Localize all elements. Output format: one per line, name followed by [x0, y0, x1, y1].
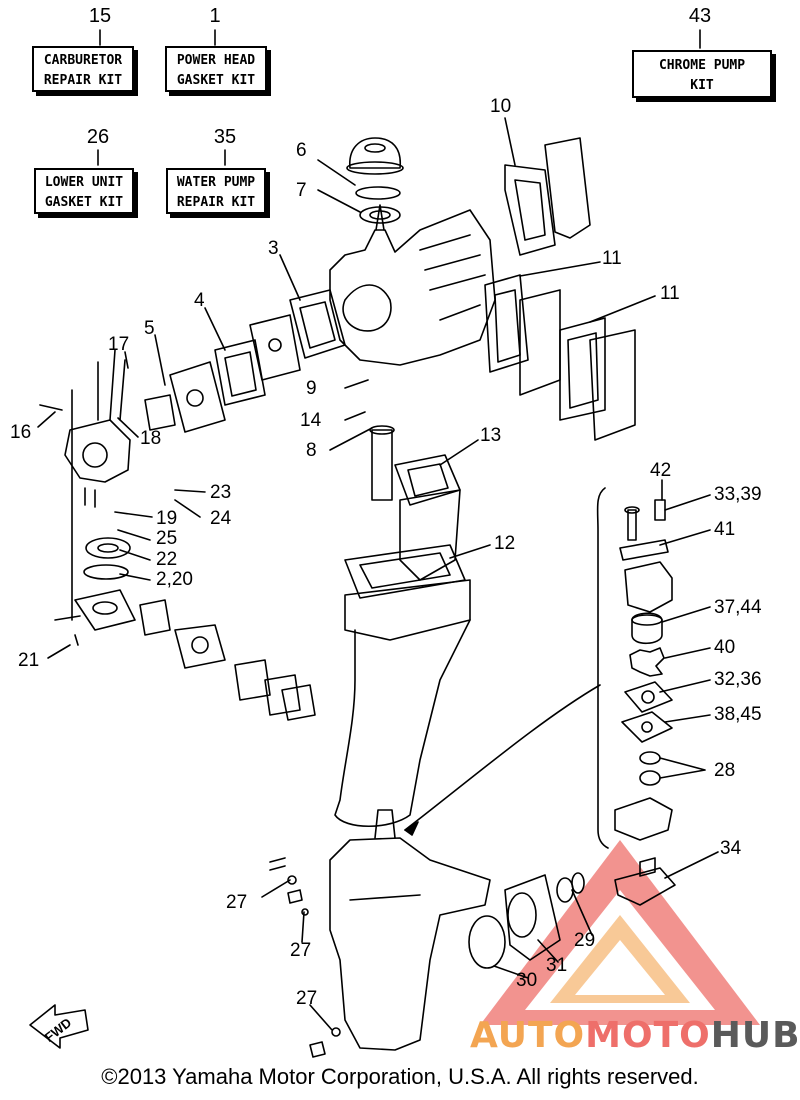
callout-label: 27 — [290, 940, 312, 961]
callout-label: 16 — [10, 422, 32, 443]
kit-box-line: REPAIR KIT — [176, 195, 256, 210]
callout-label: 5 — [144, 318, 155, 339]
callout-label: 22 — [156, 549, 178, 570]
callout-label: 3 — [268, 238, 279, 259]
callout-label: 11 — [660, 283, 680, 304]
watermark-logo — [480, 840, 760, 1025]
callout-label: 40 — [714, 637, 736, 658]
callout-label: 29 — [574, 930, 596, 951]
kit-box-line: POWER HEAD — [176, 53, 256, 68]
copyright-notice: ©2013 Yamaha Motor Corporation, U.S.A. A… — [101, 1064, 699, 1089]
callout-label: 10 — [490, 96, 512, 117]
callout-label: 12 — [494, 533, 516, 554]
callout-label: 38,45 — [714, 704, 762, 725]
kit-box-line: GASKET KIT — [176, 73, 256, 88]
kit-box-line: CHROME PUMP — [658, 58, 746, 73]
kit-number: 1 — [209, 5, 221, 27]
callout-label: 14 — [300, 410, 322, 431]
callout-label: 30 — [516, 970, 538, 991]
watermark-part: MOTO — [585, 1015, 711, 1056]
callout-label: 4 — [194, 290, 205, 311]
kit-box-chrome-pump: CHROME PUMP KIT — [632, 50, 772, 98]
callout-label: 32,36 — [714, 669, 762, 690]
kit-box-carburetor-repair: CARBURETOR REPAIR KIT — [32, 46, 134, 92]
callout-label: 24 — [210, 508, 232, 529]
callout-label: 9 — [306, 378, 317, 399]
kit-number: 26 — [86, 126, 110, 148]
kit-box-lower-unit-gasket: LOWER UNIT GASKET KIT — [34, 168, 134, 214]
kit-box-line: LOWER UNIT — [44, 175, 124, 190]
callout-label: 37,44 — [714, 597, 762, 618]
callout-label: 11 — [602, 248, 622, 269]
fwd-label: FWD — [42, 1015, 75, 1045]
callout-label: 42 — [650, 460, 672, 481]
kit-box-line: CARBURETOR — [43, 53, 123, 68]
callout-label: 19 — [156, 508, 178, 529]
callout-label: 8 — [306, 440, 317, 461]
kit-number: 43 — [688, 5, 712, 27]
kit-box-line: KIT — [690, 78, 714, 93]
callout-label: 2,20 — [156, 569, 193, 590]
watermark-part: HUB — [710, 1015, 800, 1056]
kit-box-line: WATER PUMP — [176, 175, 256, 190]
callout-label: 25 — [156, 528, 178, 549]
callout-label: 21 — [18, 650, 40, 671]
callout-label: 27 — [296, 988, 318, 1009]
kit-box-line: GASKET KIT — [44, 195, 124, 210]
kit-number: 35 — [213, 126, 237, 148]
kit-box-water-pump-repair: WATER PUMP REPAIR KIT — [166, 168, 266, 214]
kit-number: 15 — [88, 5, 112, 27]
callout-label: 34 — [720, 838, 742, 859]
callout-label: 41 — [714, 519, 736, 540]
callout-label: 6 — [296, 140, 307, 161]
callout-label: 33,39 — [714, 484, 762, 505]
kit-box-power-head-gasket: POWER HEAD GASKET KIT — [165, 46, 267, 92]
callout-label: 23 — [210, 482, 232, 503]
watermark-text: AUTOMOTOHUB — [470, 1015, 800, 1056]
callout-label: 18 — [140, 428, 162, 449]
callout-label: 13 — [480, 425, 502, 446]
callout-label: 31 — [546, 955, 568, 976]
callout-label: 7 — [296, 180, 307, 201]
callout-label: 27 — [226, 892, 248, 913]
callout-label: 17 — [108, 334, 130, 355]
kit-box-line: REPAIR KIT — [43, 73, 123, 88]
callout-label: 28 — [714, 760, 736, 781]
watermark-part: AUTO — [470, 1015, 586, 1056]
